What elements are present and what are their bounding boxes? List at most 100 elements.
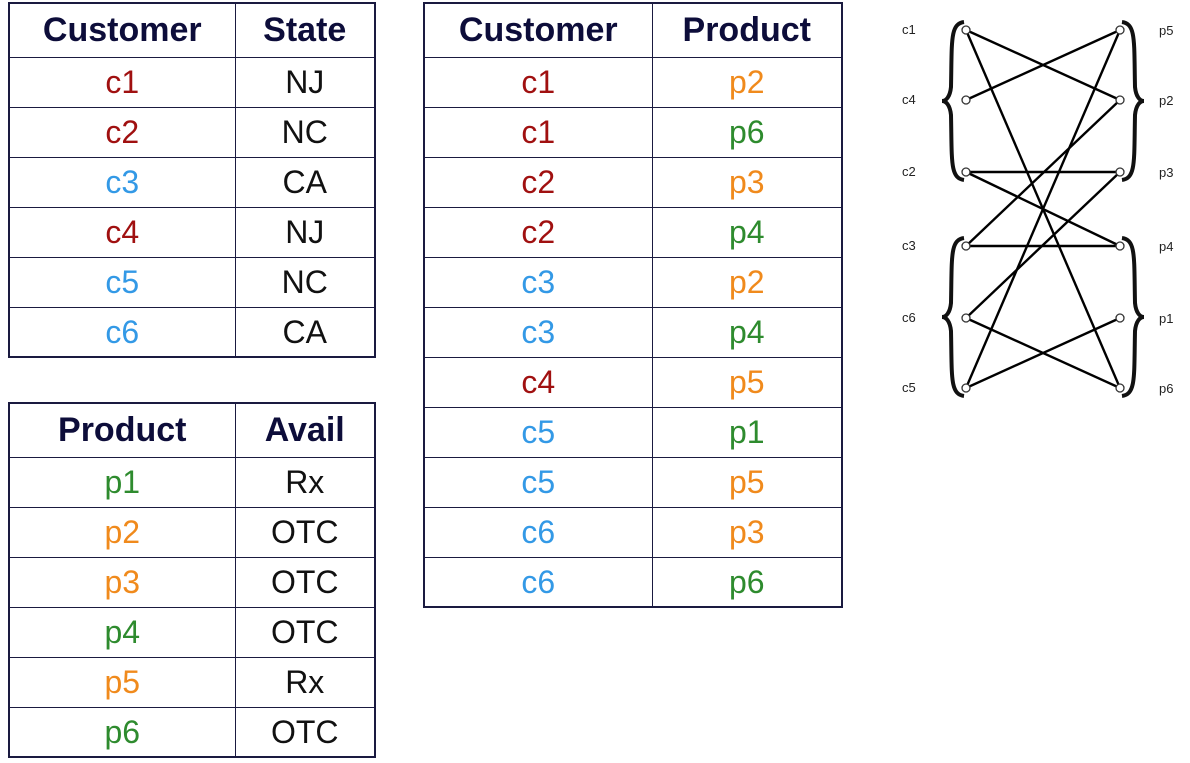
customer-cell: c3 (8, 156, 236, 208)
customer-cell: c5 (8, 256, 236, 308)
graph-node (961, 241, 971, 251)
avail-cell: OTC (234, 506, 376, 558)
avail-cell: OTC (234, 606, 376, 658)
avail-cell: OTC (234, 706, 376, 758)
node-label-left: c4 (902, 92, 916, 107)
product-cell: p6 (8, 706, 236, 758)
state-cell: CA (234, 156, 376, 208)
state-cell: NJ (234, 206, 376, 258)
header-product: Product (8, 402, 236, 458)
header-avail: Avail (234, 402, 376, 458)
table-header-row: Customer Product (423, 2, 843, 58)
header-product: Product (651, 2, 843, 58)
graph-node (961, 167, 971, 177)
customer-cell: c4 (8, 206, 236, 258)
graph-edge (965, 99, 1121, 247)
product-cell: p4 (8, 606, 236, 658)
node-label-left: c1 (902, 22, 916, 37)
graph-node (961, 313, 971, 323)
graph-edge (965, 316, 1121, 390)
customer-cell: c5 (423, 406, 653, 458)
product-cell: p2 (8, 506, 236, 558)
header-state: State (234, 2, 376, 58)
node-label-right: p5 (1159, 23, 1173, 38)
customer-cell: c3 (423, 256, 653, 308)
product-cell: p3 (8, 556, 236, 608)
product-cell: p5 (651, 356, 843, 408)
node-label-right: p3 (1159, 165, 1173, 180)
node-label-left: c5 (902, 380, 916, 395)
avail-cell: Rx (234, 456, 376, 508)
graph-node (961, 383, 971, 393)
graph-node (1115, 313, 1125, 323)
customer-cell: c6 (8, 306, 236, 358)
product-cell: p3 (651, 506, 843, 558)
product-cell: p5 (651, 456, 843, 508)
state-cell: NC (234, 256, 376, 308)
node-label-left: c2 (902, 164, 916, 179)
avail-cell: OTC (234, 556, 376, 608)
customer-cell: c4 (423, 356, 653, 408)
graph-edge (965, 171, 1121, 319)
graph-node (1115, 25, 1125, 35)
node-label-right: p4 (1159, 239, 1173, 254)
edge-group (964, 28, 1122, 390)
product-cell: p6 (651, 556, 843, 608)
avail-cell: Rx (234, 656, 376, 708)
product-cell: p1 (8, 456, 236, 508)
state-cell: CA (234, 306, 376, 358)
customer-cell: c3 (423, 306, 653, 358)
graph-node (961, 25, 971, 35)
customer-cell: c2 (423, 206, 653, 258)
graph-node (1115, 383, 1125, 393)
node-group (961, 25, 1125, 393)
node-label-left: c3 (902, 238, 916, 253)
graph-node (1115, 95, 1125, 105)
product-cell: p4 (651, 206, 843, 258)
state-cell: NC (234, 106, 376, 158)
product-cell: p2 (651, 56, 843, 108)
customer-cell: c6 (423, 506, 653, 558)
customer-cell: c1 (423, 56, 653, 108)
state-cell: NJ (234, 56, 376, 108)
customer-cell: c6 (423, 556, 653, 608)
customer-cell: c2 (423, 156, 653, 208)
graph-edge (965, 28, 1121, 102)
product-cell: p4 (651, 306, 843, 358)
node-label-right: p1 (1159, 311, 1173, 326)
customer-cell: c5 (423, 456, 653, 508)
graph-node (961, 95, 971, 105)
brace-group (941, 20, 1145, 398)
graph-node (1115, 241, 1125, 251)
header-customer: Customer (8, 2, 236, 58)
customer-cell: c2 (8, 106, 236, 158)
customer-cell: c1 (423, 106, 653, 158)
left-brace (941, 236, 965, 398)
table-header-row: Customer State (8, 2, 376, 58)
